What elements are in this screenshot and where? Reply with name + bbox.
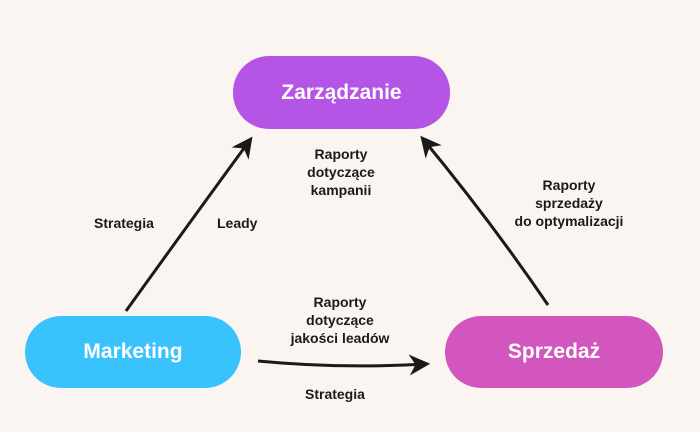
label-line: jakości leadów — [290, 330, 390, 346]
node-marketing: Marketing — [25, 316, 241, 388]
label-raporty-leadow: Raporty dotyczące jakości leadów — [270, 293, 410, 347]
label-raporty-sprzedazy: Raporty sprzedaży do optymalizacji — [494, 176, 644, 230]
label-line: Raporty — [313, 294, 367, 310]
label-line: kampanii — [310, 182, 372, 198]
label-strategia-bottom: Strategia — [305, 386, 365, 402]
label-strategia-left: Strategia — [94, 215, 154, 231]
node-sprzedaz: Sprzedaż — [445, 316, 663, 388]
node-zarzadzanie: Zarządzanie — [233, 56, 450, 129]
arrow-marketing-to-sprzedaz — [257, 354, 431, 376]
label-line: do optymalizacji — [514, 213, 624, 229]
label-raporty-kampanii: Raporty dotyczące kampanii — [276, 145, 406, 199]
label-line: sprzedaży — [535, 195, 603, 211]
label-line: Raporty — [542, 177, 596, 193]
label-leady: Leady — [217, 215, 258, 231]
label-line: dotyczące — [306, 312, 374, 328]
arrow-marketing-to-zarzadzanie — [124, 136, 253, 312]
label-line: dotyczące — [307, 164, 375, 180]
arrow-sprzedaz-to-zarzadzanie — [420, 135, 550, 306]
label-line: Raporty — [314, 146, 368, 162]
